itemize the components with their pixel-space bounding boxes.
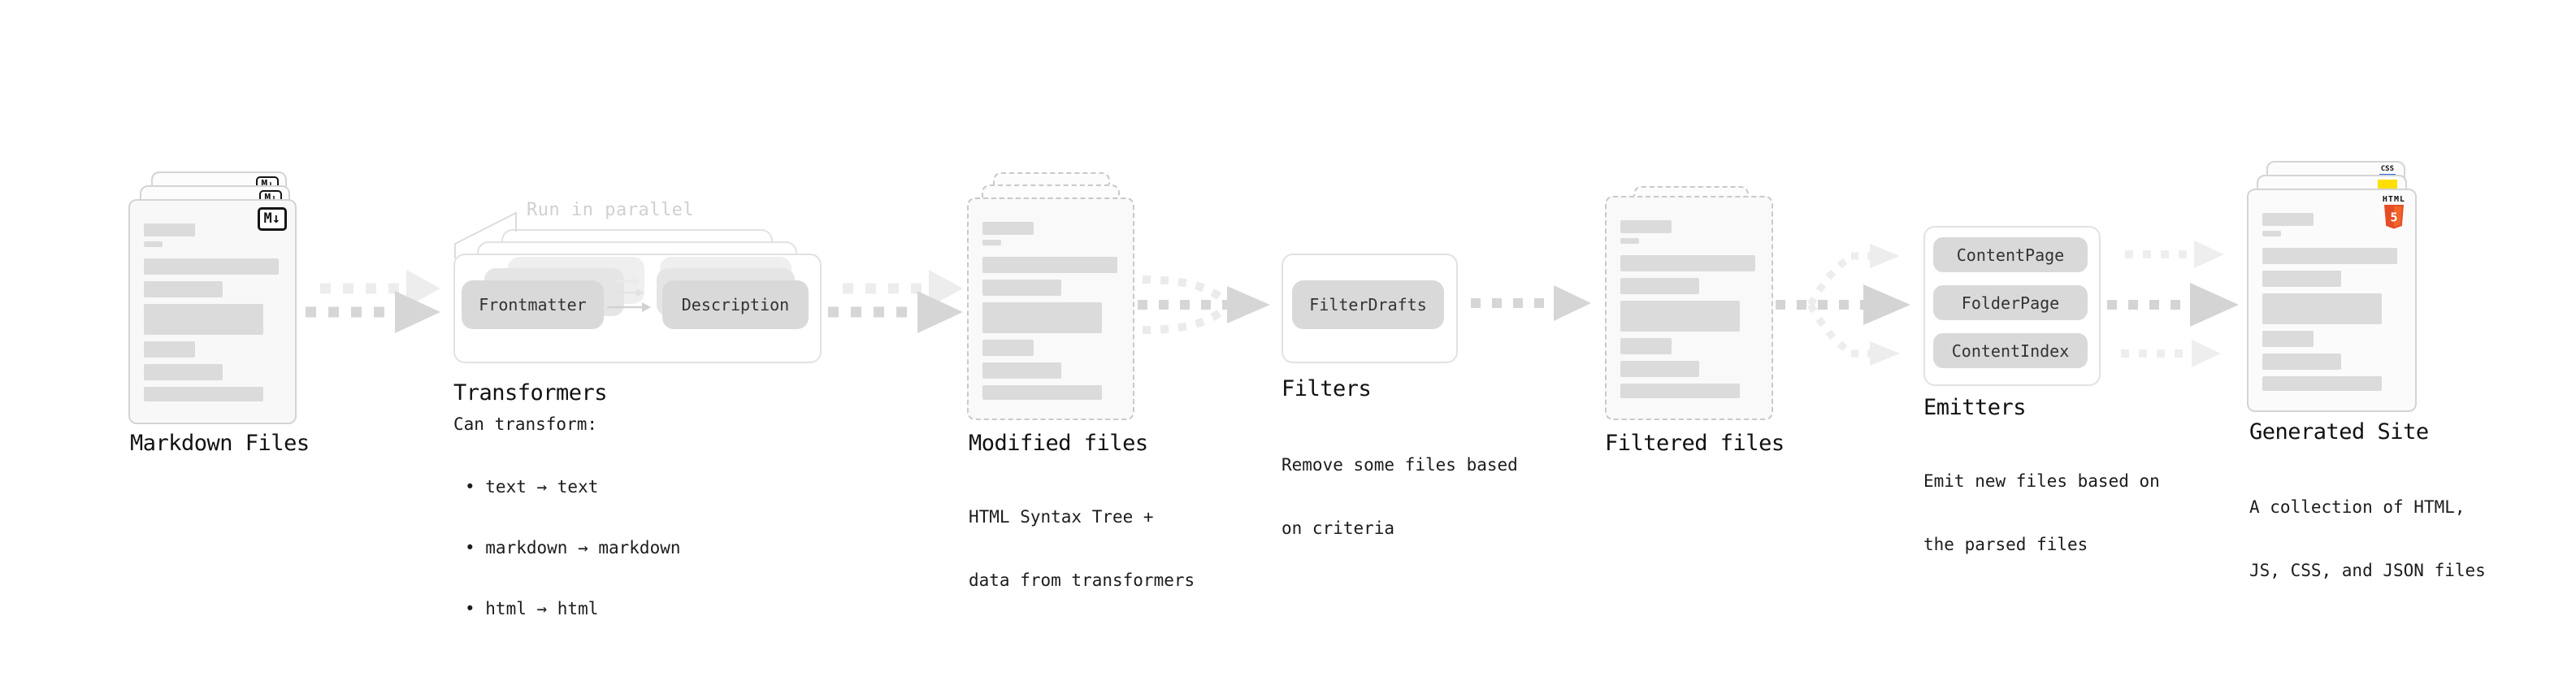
js-icon: [2378, 180, 2397, 190]
emitters-desc: Emit new files based on the parsed files: [1923, 428, 2160, 597]
file-content-placeholder: [1607, 197, 1772, 398]
generated-site-title: Generated Site: [2249, 419, 2429, 445]
flow-arrow-modified-to-filters: [1138, 275, 1270, 334]
modified-files-stack: [967, 172, 1134, 420]
filters-desc: Remove some files based on criteria: [1281, 412, 1518, 581]
desc-line: Remove some files based: [1281, 455, 1518, 475]
transformers-title: Transformers: [453, 380, 608, 406]
desc-line: JS, CSS, and JSON files: [2249, 561, 2486, 580]
generated-site-desc: A collection of HTML, JS, CSS, and JSON …: [2249, 454, 2486, 623]
desc-line: data from transformers: [969, 570, 1195, 590]
emitters-title: Emitters: [1923, 395, 2027, 420]
filtered-files-stack: [1605, 186, 1773, 422]
filtered-files-title: Filtered files: [1605, 431, 1785, 456]
transformers-subtitle: Can transform:: [453, 414, 598, 434]
html5-shield: 5: [2383, 205, 2404, 229]
transformer-pill-frontmatter: Frontmatter: [462, 280, 604, 329]
emitter-pill-contentpage: ContentPage: [1933, 237, 2088, 272]
markdown-icon: M↓: [257, 207, 287, 231]
emitter-pill-folderpage: FolderPage: [1933, 285, 2088, 320]
file-content-placeholder: [130, 201, 295, 401]
run-in-parallel-leader-line: [454, 211, 517, 258]
filters-title: Filters: [1281, 376, 1372, 401]
file-content-placeholder: [2249, 190, 2415, 391]
flow-arrows-emitters-to-generated: [2107, 241, 2239, 367]
html5-icon-word: HTML: [2382, 195, 2405, 204]
desc-line: on criteria: [1281, 518, 1395, 538]
pill-flow-arrows: [607, 277, 651, 312]
markdown-files-title: Markdown Files: [130, 431, 310, 456]
emitter-pill-contentindex: ContentIndex: [1933, 333, 2088, 368]
generated-file-html: HTML 5: [2247, 189, 2417, 412]
filter-pill-filterdrafts: FilterDrafts: [1292, 280, 1444, 329]
bullet-item: • text → text: [465, 477, 599, 497]
desc-line: HTML Syntax Tree +: [969, 507, 1154, 527]
desc-line: the parsed files: [1923, 535, 2088, 554]
file-content-placeholder: [969, 199, 1133, 400]
svg-text:5: 5: [2390, 210, 2397, 225]
modified-file-front: [967, 197, 1134, 420]
modified-files-title: Modified files: [969, 431, 1148, 456]
modified-files-desc: HTML Syntax Tree + data from transformer…: [969, 464, 1195, 633]
flow-arrow-filters-to-filtered: [1471, 285, 1591, 321]
bullet-item: • html → html: [465, 599, 599, 618]
filtered-file-front: [1605, 196, 1773, 420]
generated-site-stack: CSS HTML 5: [2247, 161, 2417, 412]
bullet-item: • markdown → markdown: [465, 538, 681, 557]
markdown-file-front: M↓: [128, 199, 297, 424]
html5-icon: HTML 5: [2383, 195, 2405, 229]
flow-arrow-markdown-to-transformers: [306, 270, 440, 333]
markdown-files-stack: M↓ M↓ M↓: [128, 171, 297, 424]
desc-line: A collection of HTML,: [2249, 497, 2465, 517]
desc-line: Emit new files based on: [1923, 471, 2160, 491]
transformers-bullet-list: • text → text • markdown → markdown • ht…: [465, 436, 681, 660]
flow-arrow-transformers-to-modified: [828, 270, 963, 333]
transformer-pill-description: Description: [662, 280, 809, 329]
flow-arrow-filtered-to-emitters: [1776, 244, 1910, 366]
run-in-parallel-label: Run in parallel: [527, 200, 695, 220]
